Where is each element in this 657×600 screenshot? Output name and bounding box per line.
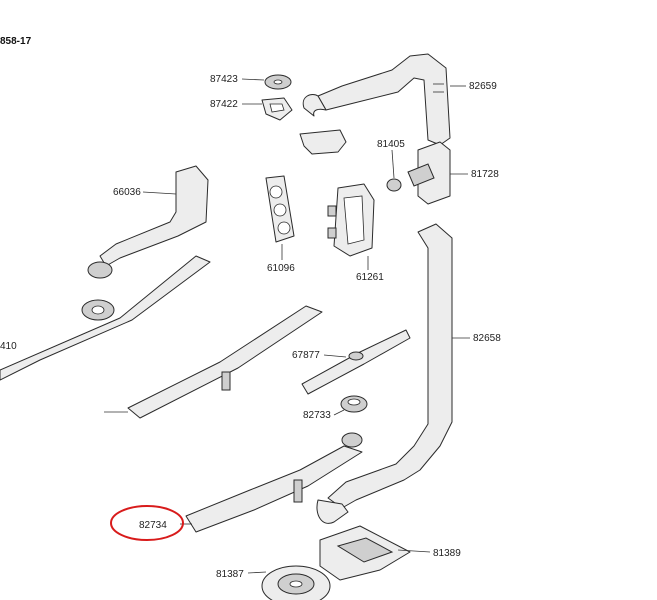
label-87422: 87422 — [210, 99, 238, 110]
label-81405: 81405 — [377, 139, 405, 150]
wheel-87423 — [264, 74, 292, 90]
leader-67877 — [323, 354, 347, 358]
leader-81387 — [247, 571, 267, 574]
label-66036: 66036 — [113, 187, 141, 198]
leader-66036 — [142, 191, 177, 195]
filter-plate-81389 — [319, 525, 411, 581]
arm-67877 — [301, 329, 411, 395]
label-67877: 67877 — [292, 350, 320, 361]
drawing-code: 858-17 — [0, 36, 32, 47]
bracket — [299, 129, 347, 155]
label-61261: 61261 — [356, 272, 384, 283]
label-410: 410 — [0, 341, 17, 352]
label-81387: 81387 — [216, 569, 244, 580]
leader-81389 — [397, 549, 431, 553]
leader-87423 — [241, 78, 265, 81]
label-82658: 82658 — [473, 333, 501, 344]
cap-81405 — [386, 178, 402, 192]
label-81728: 81728 — [471, 169, 499, 180]
label-82659: 82659 — [469, 81, 497, 92]
label-82733: 82733 — [303, 410, 331, 421]
clip-87422 — [261, 97, 293, 121]
middle-spray-arm — [127, 305, 323, 419]
feed-pipe-66036 — [87, 165, 209, 279]
nut-82733 — [340, 395, 368, 413]
connector-81728 — [407, 141, 451, 205]
vertical-tube-82658 — [316, 223, 453, 524]
label-87423: 87423 — [210, 74, 238, 85]
label-82734: 82734 — [139, 520, 167, 531]
pump-81387 — [261, 565, 331, 600]
leader-81405 — [391, 149, 395, 179]
highlight-ring — [110, 505, 184, 541]
leader-82733 — [333, 409, 345, 416]
seal-61096 — [265, 175, 295, 243]
label-61096: 61096 — [267, 263, 295, 274]
spray-arm-82734 — [185, 432, 363, 533]
holder-61261 — [327, 183, 375, 257]
lower-spray-arm — [0, 255, 211, 381]
label-81389: 81389 — [433, 548, 461, 559]
